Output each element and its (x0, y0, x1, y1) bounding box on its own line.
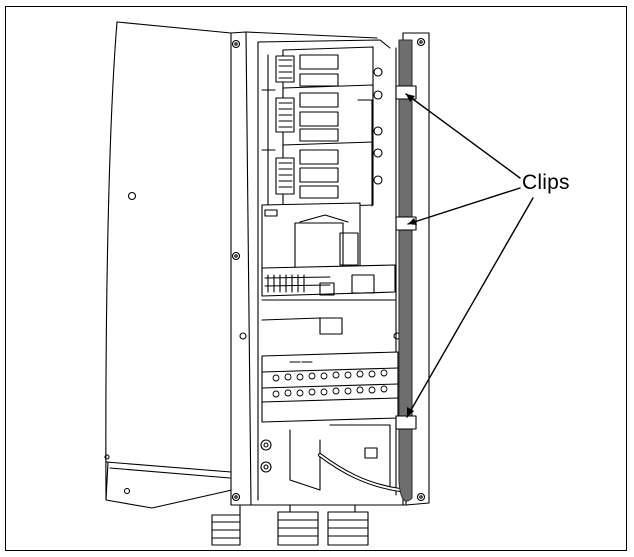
callout-arrowheads (406, 94, 417, 417)
terminal-screws (272, 369, 388, 398)
bottom-components (260, 424, 402, 492)
cable-channel (395, 39, 417, 502)
clips-callout-label: Clips (522, 171, 570, 194)
clip-bottom (395, 415, 417, 430)
control-board (261, 202, 396, 297)
enclosure-side-panel (104, 21, 233, 509)
callout-leader-lines (405, 93, 534, 418)
option-boards (261, 46, 383, 209)
cable-glands (211, 504, 369, 546)
